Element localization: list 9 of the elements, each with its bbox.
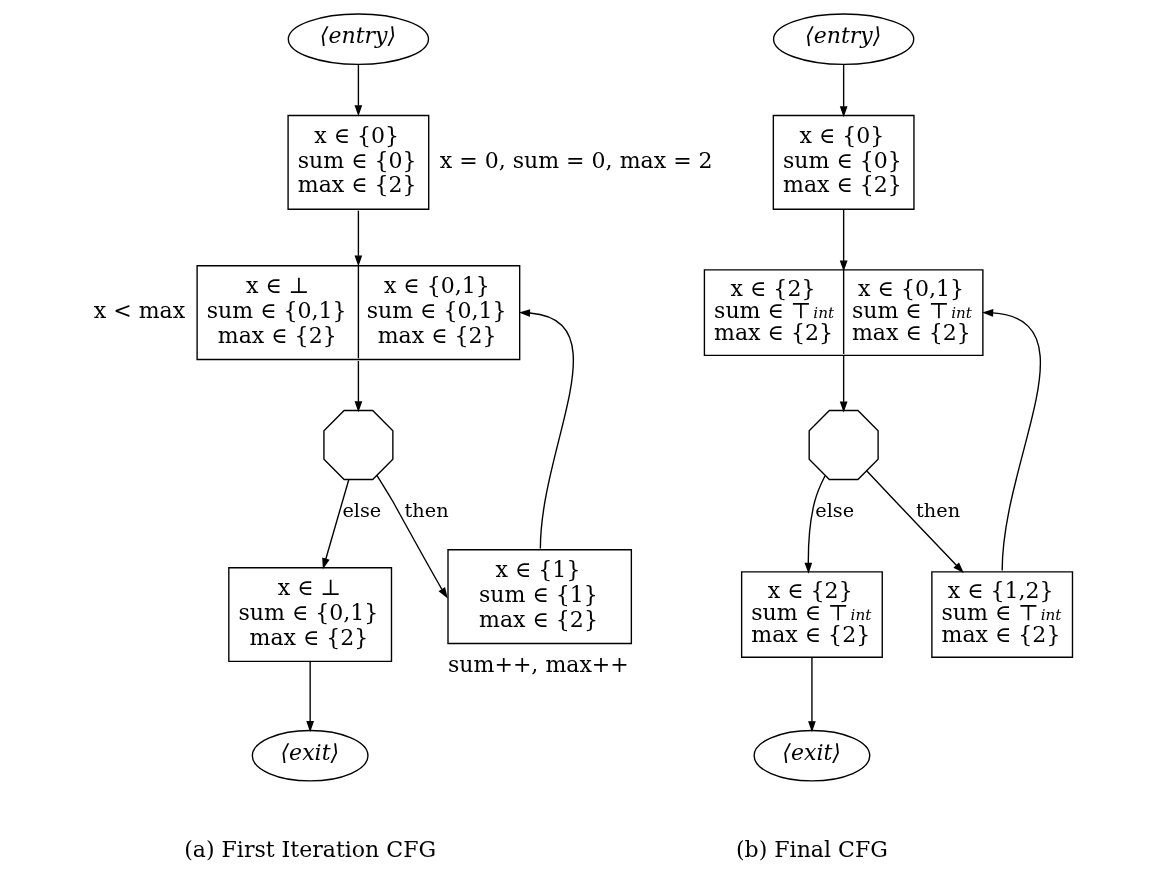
node-label: x < max [93, 297, 185, 323]
label: (a) First Iteration CFG [183, 836, 436, 862]
edge-label: else [814, 498, 854, 522]
edge-label: then [404, 498, 449, 522]
label: (b) Final CFG [735, 836, 888, 862]
node-label: x = 0, sum = 0, max = 2 [439, 147, 713, 173]
edge-label: then [915, 498, 960, 522]
node-label: sum++, max++ [447, 652, 629, 678]
edge-label: else [341, 498, 381, 522]
